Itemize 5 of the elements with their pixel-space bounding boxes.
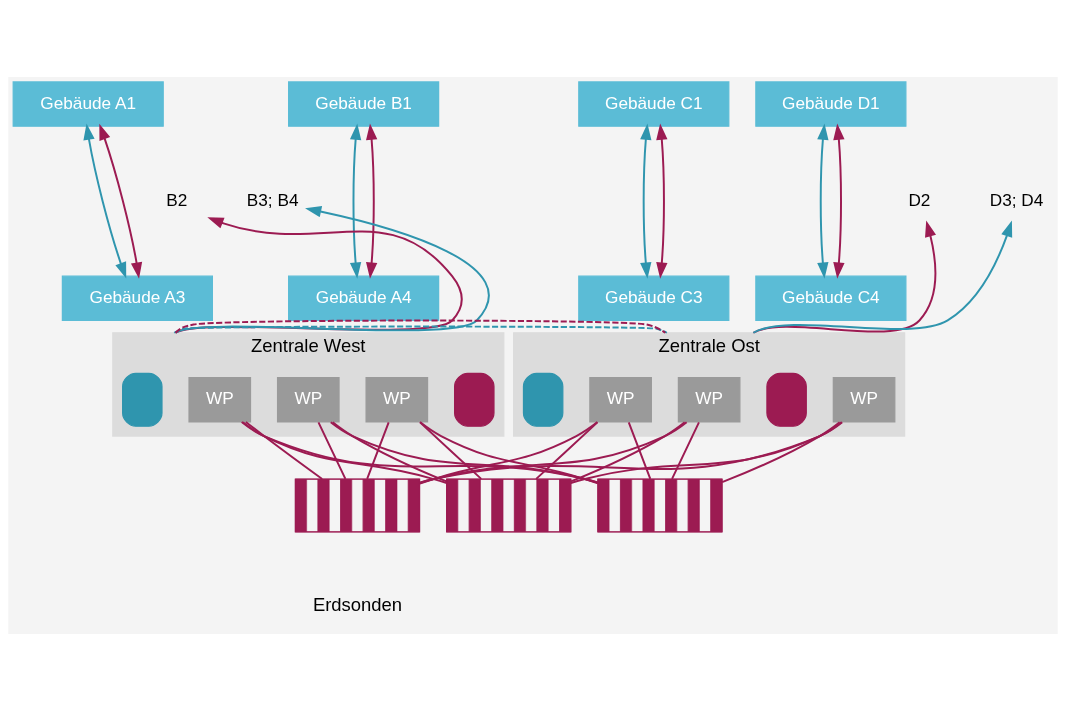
node-text: D3; D4 bbox=[989, 189, 1044, 210]
node-text: B3; B4 bbox=[246, 189, 299, 210]
node-text: D2 bbox=[908, 189, 931, 210]
node-text: B2 bbox=[166, 189, 188, 210]
label: Erdsonden bbox=[312, 594, 403, 616]
